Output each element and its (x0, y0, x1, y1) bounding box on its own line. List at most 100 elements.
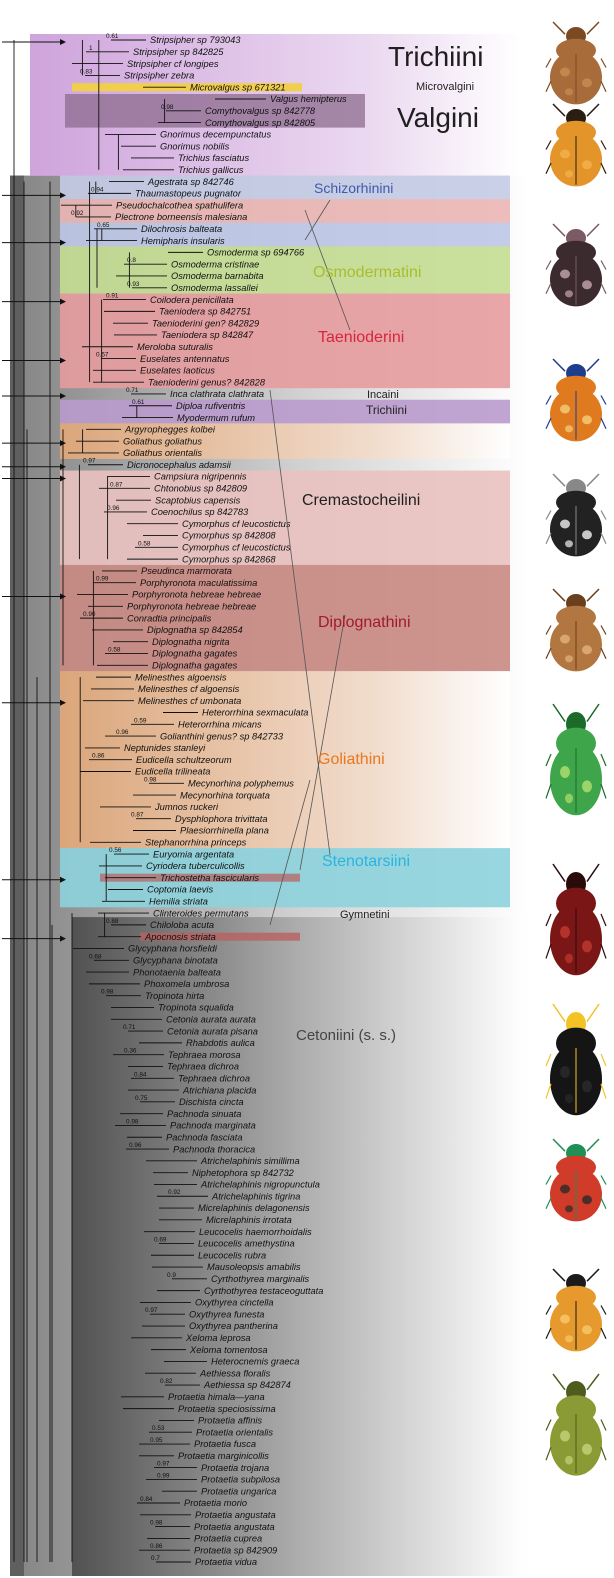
taxon-label: Cyrthothyrea testaceoguttata (204, 1286, 323, 1296)
support-value: 0.90 (83, 611, 96, 618)
taxon-label: Comythovalgus sp 842778 (205, 106, 316, 116)
support-value: 0.97 (83, 458, 96, 465)
taxon-label: Thaumastopeus pugnator (135, 189, 242, 199)
tribe-label-cetoniini: Cetoniini (s. s.) (296, 1027, 396, 1044)
taxon-label: Atrichiana placida (182, 1085, 256, 1095)
taxon-label: Comythovalgus sp 842805 (205, 118, 316, 128)
valgini-beetle (545, 100, 607, 190)
taxon-label: Stripsipher sp 842825 (133, 47, 224, 57)
taxon-label: Protaetia orientalis (196, 1427, 273, 1437)
taxon-label: Taenioderini gen? 842829 (152, 318, 259, 328)
support-value: 0.94 (91, 186, 104, 193)
taxon-label: Protaetia marginicollis (178, 1451, 269, 1461)
support-value: 0.7 (151, 1555, 160, 1562)
beetle-icon (545, 1265, 607, 1355)
gymnetini-beetle (545, 1000, 607, 1120)
taxon-label: Argyrophegges kolbei (124, 425, 216, 435)
taxon-label: Cyriodera tuberculicollis (146, 861, 245, 871)
taxon-label: Diplognatha sp 842854 (147, 625, 243, 635)
tribe-label-incaini: Incaini (367, 389, 399, 401)
support-value: 0.58 (138, 540, 151, 547)
taxon-label: Micrelaphinis delagonensis (198, 1203, 310, 1213)
taxon-label: Euselates antennatus (140, 354, 230, 364)
taxon-label: Microvalgus sp 671321 (190, 82, 286, 92)
taxon-label: Coilodera penicillata (150, 295, 234, 305)
support-value: 0.99 (96, 576, 109, 583)
taxon-label: Protaetia vidua (195, 1557, 257, 1567)
taenioderini-beetle (545, 355, 607, 445)
support-value: 0.88 (106, 918, 119, 925)
taxon-label: Cymorphus sp 842868 (182, 554, 276, 564)
taxon-label: Neptunides stanleyi (124, 743, 206, 753)
taxon-label: Melinesthes algoensis (135, 672, 227, 682)
tribe-label-valgini: Valgini (397, 102, 479, 133)
taxon-label: Goliathus orientalis (123, 448, 202, 458)
taxon-label: Heterorrhina sexmaculata (202, 708, 308, 718)
taxon-label: Porphyronota maculatissima (140, 578, 257, 588)
support-value: 0.83 (80, 68, 93, 75)
tribe-label-gymnetini: Gymnetini (340, 909, 390, 921)
taxon-label: Tropinota squalida (158, 1003, 234, 1013)
taxon-label: Dischista cincta (179, 1097, 244, 1107)
taxon-label: Agestrata sp 842746 (147, 177, 235, 187)
taxon-label: Hemilia striata (149, 896, 208, 906)
support-value: 0.8 (127, 257, 136, 264)
taxon-label: Dilochrosis balteata (141, 224, 222, 234)
support-value: 1 (89, 45, 93, 52)
support-value: 0.95 (150, 1437, 163, 1444)
taxon-label: Meroloba suturalis (137, 342, 213, 352)
taxon-label: Tropinota hirta (145, 991, 204, 1001)
taxon-label: Valgus hemipterus (270, 94, 347, 104)
taxon-label: Glycyphana binotata (133, 955, 218, 965)
taxon-label: Leucocelis rubra (198, 1250, 266, 1260)
cetoniini-beetle (545, 1135, 607, 1225)
support-value: 0.97 (157, 1461, 170, 1468)
taxon-label: Pseudinca marmorata (141, 566, 232, 576)
tribe-label-trichiini_mid: Trichiini (366, 403, 407, 417)
taxon-label: Rhabdotis aulica (186, 1038, 255, 1048)
taxon-label: Euryomia argentata (153, 849, 234, 859)
taxon-label: Melinesthes cf algoensis (138, 684, 240, 694)
support-value: 0.98 (126, 1118, 139, 1125)
band-schizorhinini (60, 176, 510, 200)
taxon-label: Cymorphus sp 842808 (182, 531, 276, 541)
taxon-label: Chtonobius sp 842809 (154, 484, 247, 494)
beetle-icon (545, 220, 607, 310)
taxon-label: Tephraea morosa (168, 1050, 241, 1060)
support-value: 0.84 (140, 1496, 153, 1503)
protaetia-beetle (545, 1265, 607, 1355)
support-value: 0.92 (71, 210, 84, 217)
taxon-label: Heterorrhina micans (178, 720, 262, 730)
tribe-label-taenioderini: Taenioderini (318, 329, 404, 346)
taxon-label: Plectrone borneensis malesiana (115, 212, 247, 222)
taxon-label: Protaetia morio (184, 1498, 247, 1508)
taxon-label: Protaetia angustata (194, 1522, 275, 1532)
taxon-label: Taeniodera sp 842847 (161, 330, 254, 340)
taxon-label: Mausoleopsis amabilis (207, 1262, 301, 1272)
taxon-label: Eudicella trilineata (135, 767, 210, 777)
taxon-label: Protaetia subpilosa (201, 1475, 280, 1485)
taxon-label: Cymorphus cf leucostictus (182, 543, 291, 553)
taxon-label: Trichius fasciatus (178, 153, 249, 163)
taxon-label: Coenochilus sp 842783 (151, 507, 249, 517)
support-value: 0.96 (107, 505, 120, 512)
taxon-label: Protaetia trojana (201, 1463, 269, 1473)
taxon-label: Phoxomela umbrosa (144, 979, 229, 989)
tribe-label-cremastocheilini: Cremastocheilini (302, 492, 420, 509)
taxon-label: Hemipharis insularis (141, 236, 225, 246)
taxon-label: Osmoderma lassallei (171, 283, 259, 293)
goliathini-beetle (545, 700, 607, 820)
support-value: 0.98 (101, 989, 114, 996)
taxon-label: Leucocelis amethystina (198, 1239, 295, 1249)
taxon-label: Protaetia himala—yana (168, 1392, 265, 1402)
support-value: 0.96 (129, 1142, 142, 1149)
support-value: 0.58 (108, 647, 121, 654)
taxon-label: Heterocnemis graeca (211, 1357, 299, 1367)
taxon-label: Diplognatha nigrita (152, 637, 230, 647)
taxon-label: Clinteroides permutans (153, 908, 249, 918)
taxon-label: Diploa rufiventris (176, 401, 246, 411)
taxon-label: Atrichelaphinis nigropunctula (200, 1180, 320, 1190)
support-value: 0.99 (157, 1472, 170, 1479)
beetle-icon (545, 700, 607, 820)
